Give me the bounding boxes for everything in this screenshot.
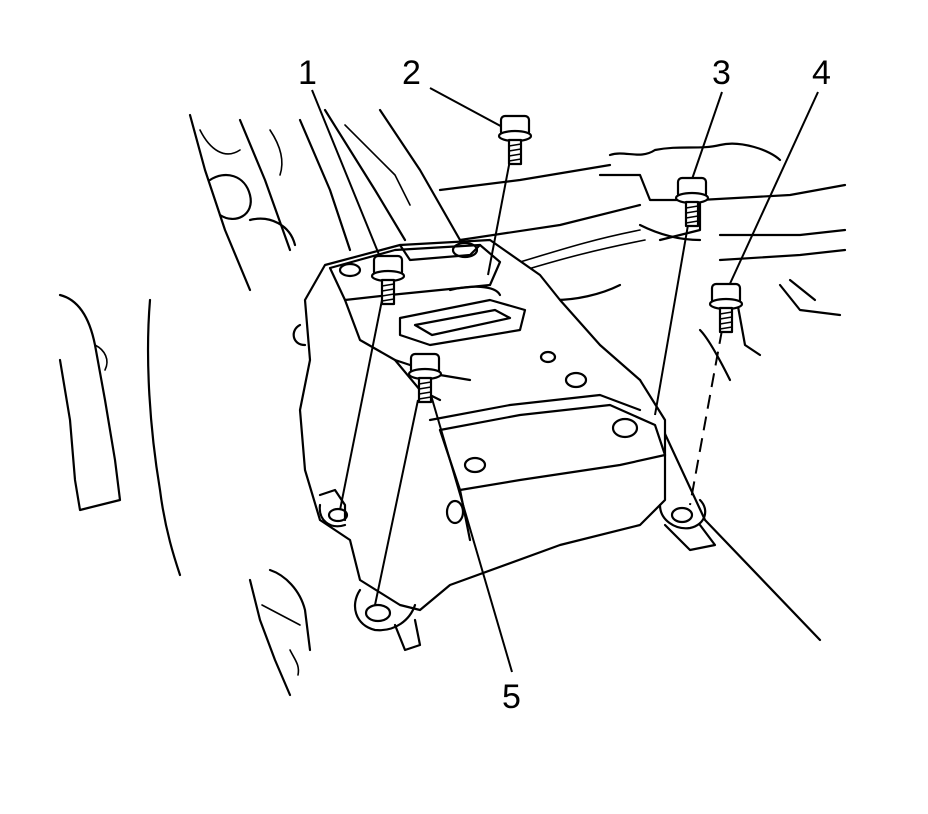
bolt-1: [370, 254, 406, 306]
alignment-line-2: [487, 159, 511, 276]
alignment-lines: [311, 87, 819, 673]
callout-label-3: 3: [712, 54, 731, 92]
leader-4: [727, 91, 819, 289]
alignment-line-3: [654, 224, 689, 416]
alignment-line-1: [339, 294, 384, 511]
leader-5: [427, 384, 513, 673]
bolt-4: [708, 282, 744, 334]
alignment-line-5: [374, 399, 419, 606]
callout-label-2: 2: [402, 54, 421, 92]
bolt-2: [497, 114, 533, 166]
callout-label-4: 4: [812, 54, 831, 92]
body-panel-left: [58, 293, 312, 697]
mount-bracket: [292, 238, 717, 652]
callout-label-1: 1: [298, 54, 317, 92]
alignment-line-4: [689, 329, 723, 506]
background-structure: [188, 108, 847, 642]
leader-1: [311, 89, 383, 263]
leader-2: [429, 87, 509, 131]
bolt-3: [674, 176, 710, 228]
bolt-5: [407, 352, 443, 404]
callout-label-5: 5: [502, 678, 521, 716]
leader-3: [689, 91, 723, 186]
